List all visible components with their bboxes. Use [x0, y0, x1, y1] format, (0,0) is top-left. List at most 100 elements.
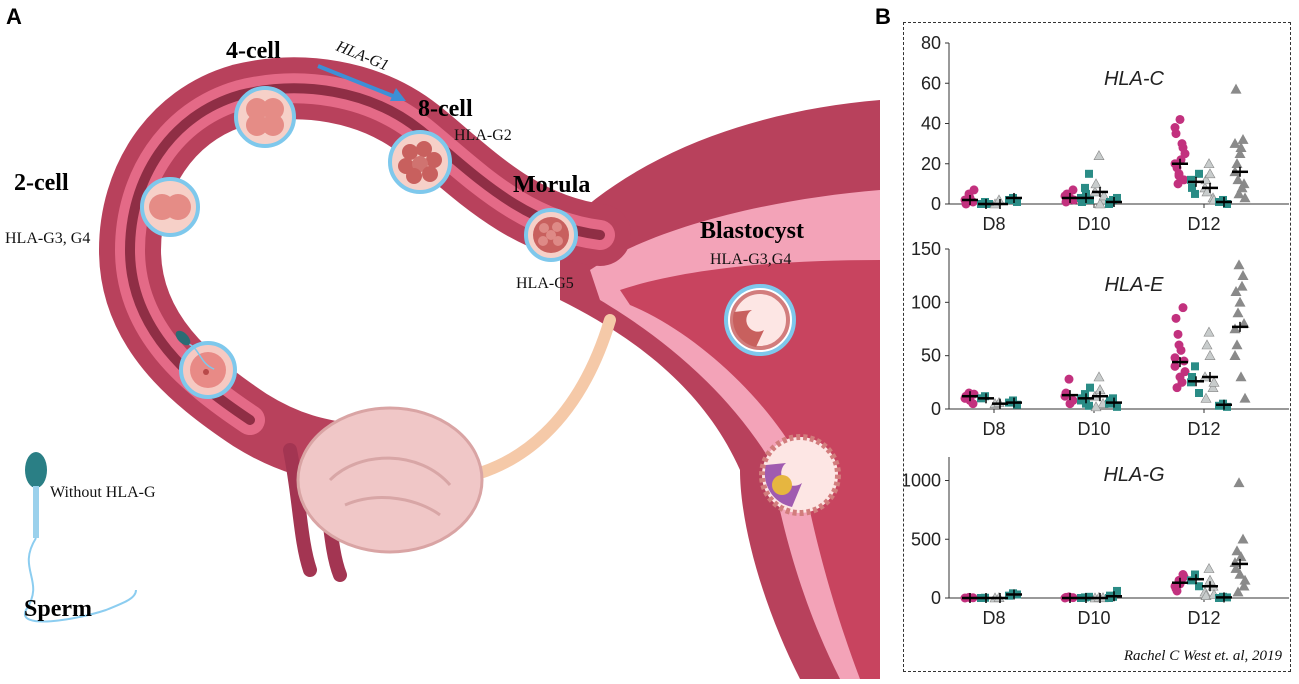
data-point	[1204, 168, 1216, 179]
data-point	[1094, 198, 1106, 209]
tube-lumen-inner	[124, 83, 605, 425]
ovary	[296, 406, 484, 554]
reproductive-tract-illustration	[23, 57, 880, 679]
data-point	[1187, 175, 1195, 184]
data-point	[1177, 377, 1187, 387]
data-point	[1173, 329, 1183, 339]
data-point	[1238, 580, 1250, 591]
data-point	[1009, 396, 1017, 405]
data-point	[1231, 545, 1243, 556]
y-tick-label: 0	[931, 194, 941, 214]
data-point	[1082, 399, 1090, 408]
data-point	[1090, 178, 1102, 189]
hatching-blastocyst	[759, 434, 841, 516]
data-point	[1239, 574, 1251, 585]
data-point	[1231, 339, 1243, 350]
arrow-head	[390, 88, 406, 101]
data-point	[1230, 563, 1242, 573]
two-cell-embryo	[140, 177, 200, 237]
chart-title: HLA-C	[1104, 68, 1165, 90]
x-tick-label: D12	[1187, 419, 1220, 439]
x-tick-label: D8	[982, 419, 1005, 439]
eight-cell-hla: HLA-G2	[454, 127, 512, 144]
data-point	[1236, 280, 1248, 291]
x-tick-label: D8	[982, 608, 1005, 628]
y-tick-label: 40	[921, 114, 941, 134]
four-cell-label: 4-cell	[226, 38, 281, 64]
data-point	[1191, 570, 1199, 579]
sperm-label: Sperm	[24, 596, 92, 622]
data-point	[1086, 195, 1094, 204]
eight-cell-label: 8-cell	[418, 96, 473, 122]
data-point	[1180, 367, 1190, 377]
data-point	[1178, 303, 1188, 313]
data-point	[1175, 114, 1185, 124]
y-tick-label: 150	[911, 239, 941, 259]
data-point	[1239, 192, 1251, 203]
data-point	[1093, 371, 1105, 382]
y-tick-label: 500	[911, 529, 941, 549]
data-point	[1013, 197, 1021, 206]
data-point	[1172, 586, 1182, 596]
data-point	[1081, 390, 1089, 399]
data-point	[1233, 188, 1245, 199]
data-point	[981, 392, 989, 401]
data-point	[1203, 563, 1215, 573]
data-point	[1090, 401, 1102, 412]
data-point	[1176, 345, 1186, 355]
data-point	[1236, 182, 1248, 193]
sperm-in-tube	[175, 330, 215, 370]
data-point	[1106, 396, 1114, 405]
data-point	[1195, 389, 1203, 397]
data-point	[1233, 259, 1245, 270]
y-tick-label: 100	[911, 292, 941, 312]
data-point	[1234, 568, 1246, 579]
chart-title: HLA-G	[1103, 464, 1164, 486]
data-point	[1086, 383, 1094, 392]
data-point	[1170, 123, 1180, 133]
data-point	[1233, 477, 1245, 488]
citation: Rachel C West et. al, 2019	[1123, 648, 1282, 664]
panel-letter-b: B	[875, 4, 891, 29]
data-point	[1173, 179, 1183, 189]
zygote-cell	[179, 341, 237, 399]
blastocyst-label: Blastocyst	[700, 218, 804, 244]
eight-cell-embryo	[388, 130, 452, 194]
data-point	[1065, 399, 1075, 409]
data-point	[1188, 373, 1196, 381]
data-point	[1191, 362, 1199, 371]
data-point	[1191, 189, 1199, 198]
panel-a: A 2-cell HLA-G3, G4 4-cell HLA-G1 8-cell…	[5, 4, 880, 679]
data-point	[1113, 402, 1121, 411]
sperm-hla: Without HLA-G	[50, 484, 156, 501]
data-point	[1230, 83, 1242, 94]
morula-hla: HLA-G5	[516, 275, 574, 292]
data-point	[1064, 374, 1074, 384]
data-point	[1229, 138, 1241, 148]
data-point	[1203, 158, 1215, 169]
panel-letter-a: A	[6, 4, 22, 29]
data-point	[1237, 270, 1249, 280]
data-point	[1078, 197, 1086, 206]
data-point	[1235, 551, 1247, 562]
data-point	[1223, 200, 1231, 208]
data-point	[1223, 402, 1231, 411]
y-tick-label: 1000	[904, 471, 941, 491]
data-point	[1204, 350, 1216, 360]
blastocyst-hla: HLA-G3,G4	[710, 251, 792, 268]
data-point	[1085, 169, 1093, 178]
data-point	[1203, 326, 1215, 337]
y-tick-label: 50	[921, 346, 941, 366]
y-tick-label: 60	[921, 73, 941, 93]
data-point	[1219, 195, 1227, 204]
data-point	[969, 185, 979, 195]
data-point	[1231, 158, 1243, 169]
x-tick-label: D12	[1187, 214, 1220, 234]
data-point	[1013, 400, 1021, 409]
y-tick-label: 0	[931, 588, 941, 608]
data-point	[1229, 350, 1241, 360]
data-point	[1207, 382, 1219, 392]
data-point	[1195, 169, 1203, 178]
data-point	[1174, 171, 1184, 181]
